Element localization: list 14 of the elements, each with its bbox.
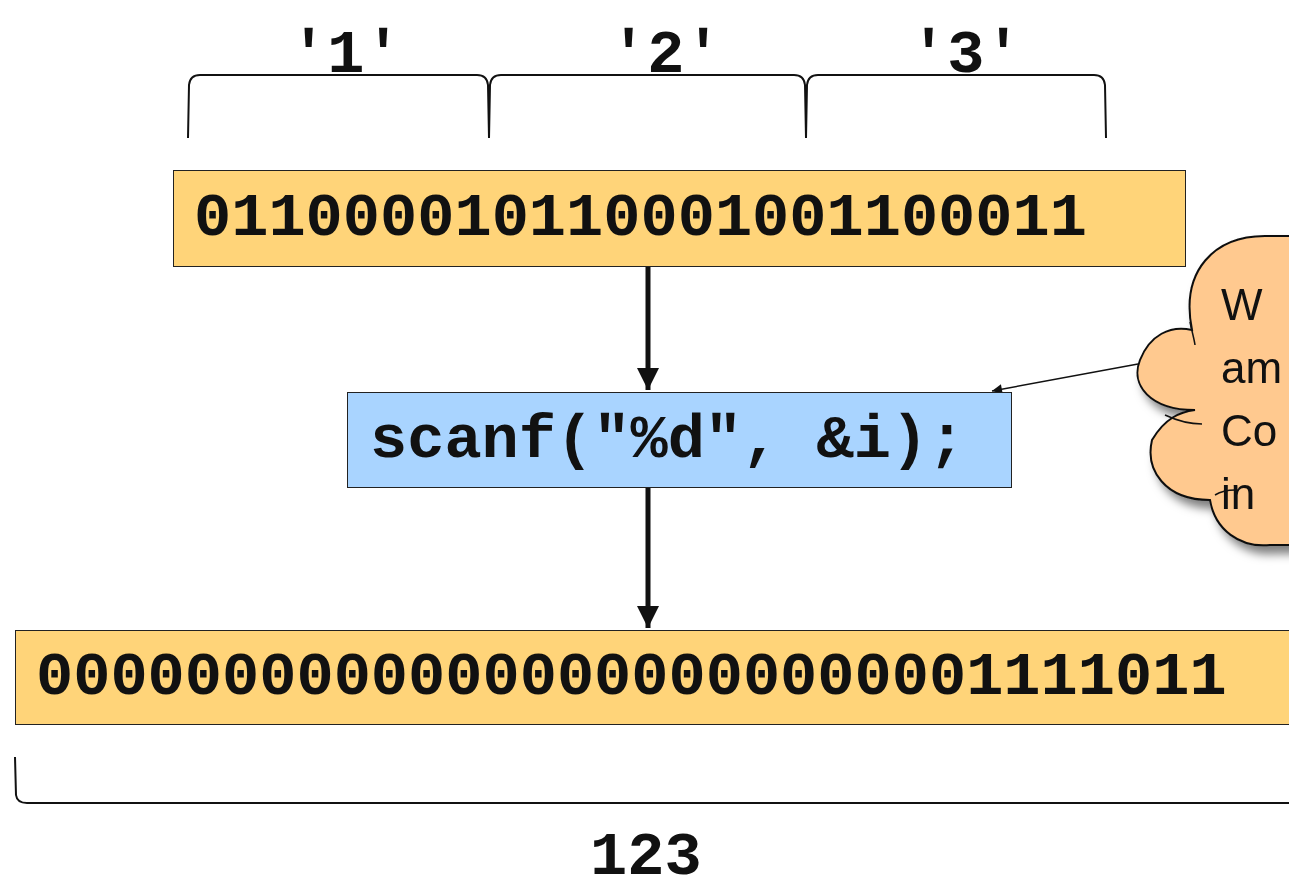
- value-label: 123: [590, 822, 702, 883]
- code-text: scanf("%d", &i);: [370, 404, 966, 476]
- bit-string-box: [15, 630, 1289, 725]
- bit-string: 00000000000000000000000001111011: [36, 642, 1227, 713]
- character-label: '1': [290, 20, 402, 91]
- arrow: [637, 267, 659, 390]
- arrow: [637, 488, 659, 628]
- cloud-shape: [1136, 235, 1289, 547]
- bit-string: 011000010110001001100011: [194, 183, 1087, 254]
- function-call-box: [347, 392, 1012, 488]
- callout-text: W am Co in: [1221, 279, 1281, 520]
- bit-string-box: [173, 170, 1186, 267]
- character-label: '3': [910, 20, 1022, 91]
- character-label: '2': [610, 20, 722, 91]
